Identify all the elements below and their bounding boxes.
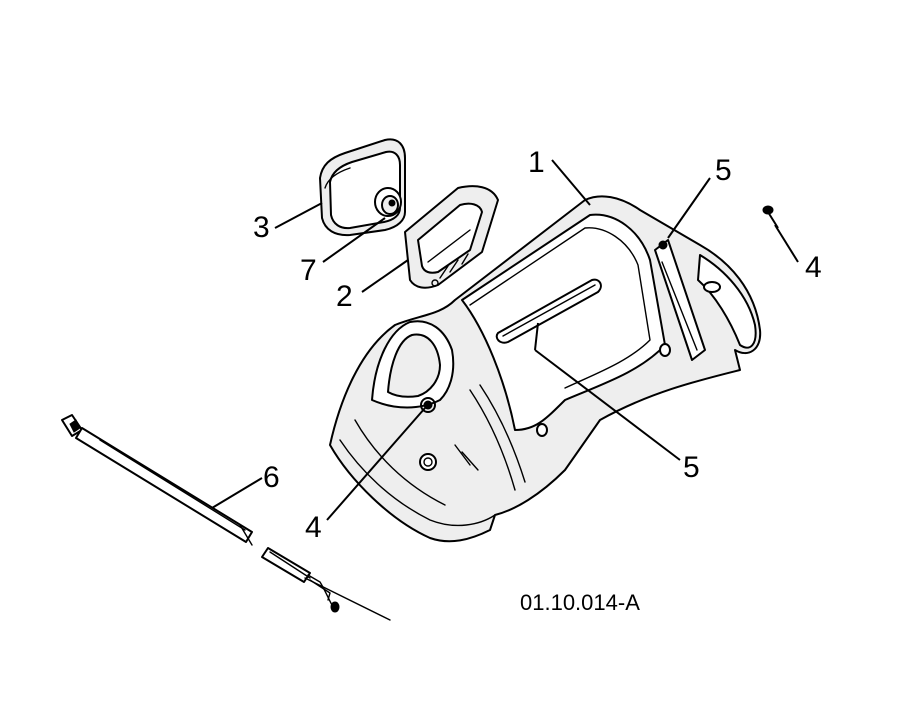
callout-labels: 1 2 3 4 4 5 5 6 7	[253, 146, 822, 544]
part-7-bulb	[374, 187, 402, 217]
callout-2: 2	[336, 280, 353, 313]
part-4-screw-lower	[420, 397, 436, 413]
callout-1: 1	[528, 146, 545, 179]
callout-6: 6	[263, 461, 280, 494]
callout-3: 3	[253, 211, 270, 244]
callout-5-lower: 5	[683, 451, 700, 484]
part-5-clip-right	[658, 240, 668, 250]
part-5-slot-clip	[495, 278, 602, 344]
callout-4-upper: 4	[805, 251, 822, 284]
part-1-cover-housing	[329, 195, 762, 543]
leader-lines	[211, 159, 799, 521]
part-3-lamp-housing	[319, 138, 406, 237]
callout-5-upper: 5	[715, 154, 732, 187]
part-2-light-frame	[404, 185, 499, 289]
callout-4-lower: 4	[305, 511, 322, 544]
callout-7: 7	[300, 254, 317, 287]
part-6-cable-harness	[61, 414, 391, 621]
drawing-reference: 01.10.014-A	[520, 590, 640, 615]
